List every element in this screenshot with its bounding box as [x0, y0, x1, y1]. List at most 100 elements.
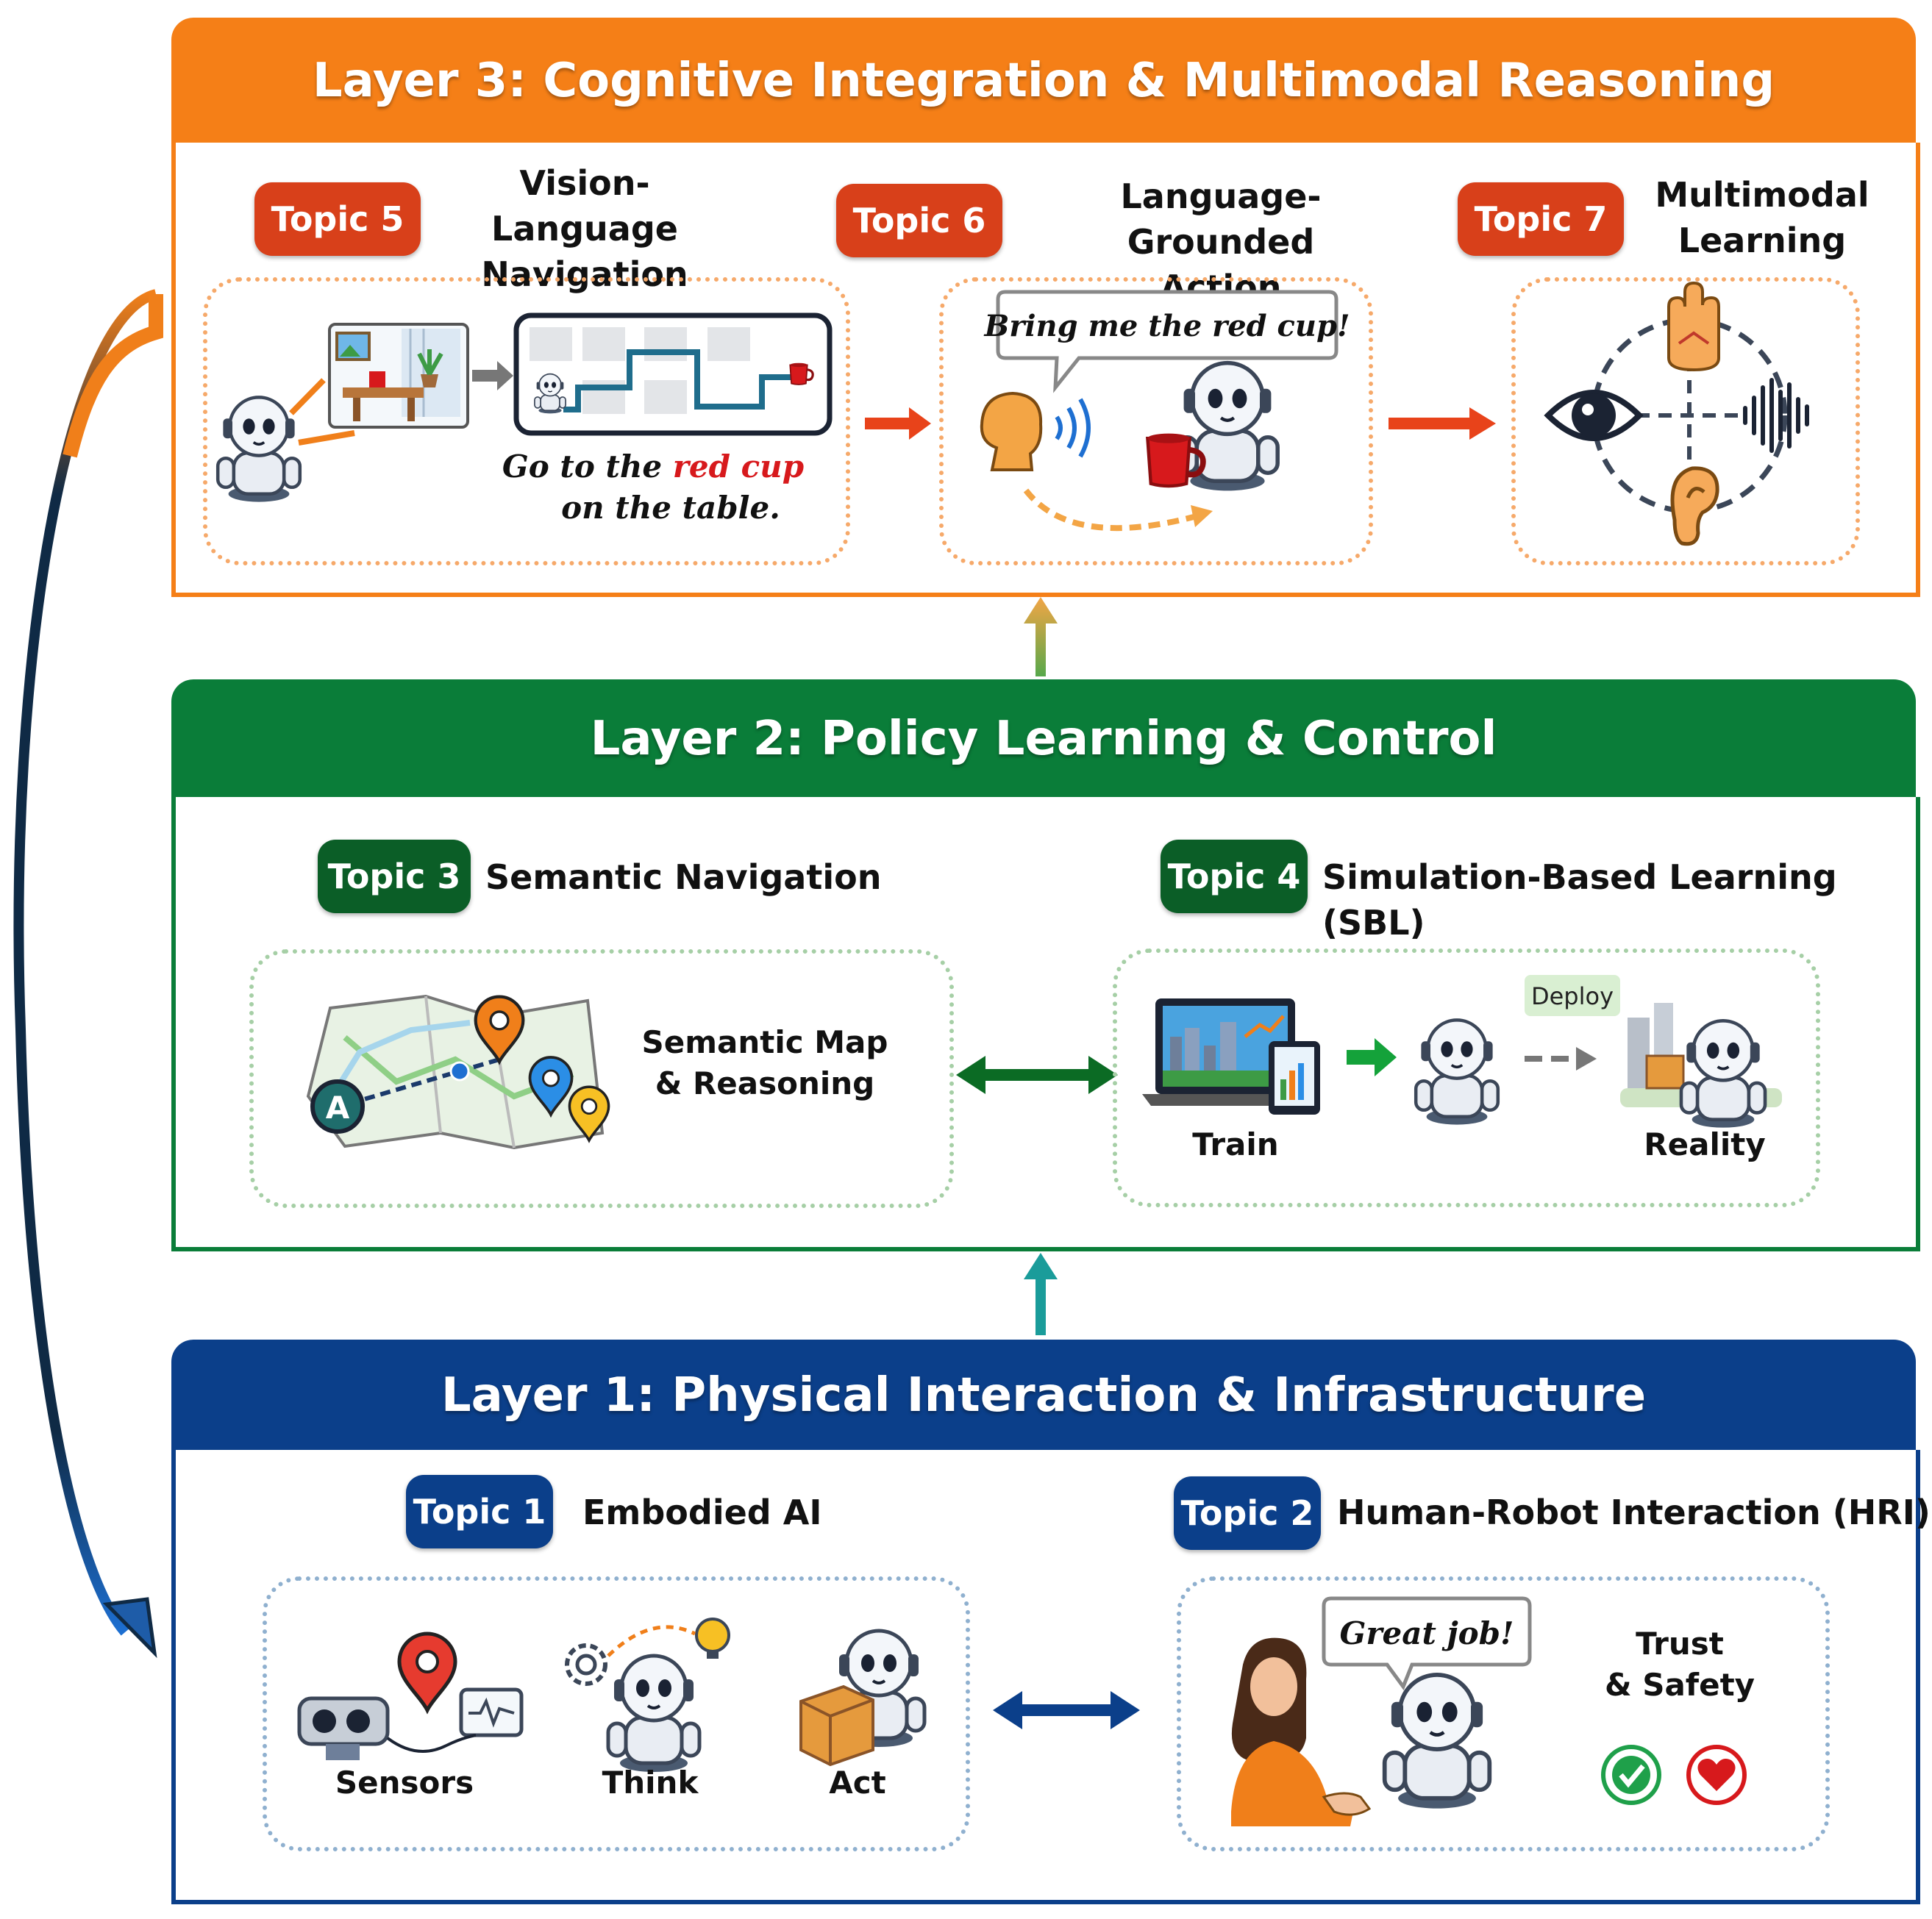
train-caption: Train [1192, 1126, 1279, 1162]
thinking-robot-icon [565, 1618, 730, 1772]
start-marker-label: A [326, 1090, 350, 1126]
topic6-illustration-box [939, 277, 1373, 565]
layer1-header: Layer 1: Physical Interaction & Infrastr… [171, 1340, 1916, 1451]
topic2-speech: Great job! [1340, 1615, 1514, 1651]
signal-monitor-icon [386, 1687, 524, 1753]
hand-icon [1667, 281, 1720, 372]
layer2-header: Layer 2: Policy Learning & Control [171, 679, 1916, 798]
topic2-title: Human-Robot Interaction (HRI) [1337, 1493, 1931, 1532]
robot-holding-cup-icon [1147, 363, 1277, 491]
topic3-illustration-box [249, 949, 954, 1208]
layer3-title: Layer 3: Cognitive Integration & Multimo… [312, 54, 1775, 108]
deploy-label: Deploy [1531, 982, 1614, 1010]
topic1-illustration [297, 1618, 969, 1848]
curved-dashed-arrow [1023, 488, 1198, 532]
heart-icon [1686, 1745, 1747, 1805]
folded-map-icon [306, 994, 605, 1150]
topic7-badge: Topic 7 [1458, 182, 1624, 256]
feedback-curved-arrow [13, 289, 163, 1659]
sound-wave-icon [1055, 398, 1091, 458]
reality-caption: Reality [1644, 1126, 1766, 1162]
path-map-icon [513, 312, 833, 436]
location-pin-icon [399, 1634, 455, 1710]
bidirectional-arrow-layer1 [993, 1691, 1140, 1729]
topic3-illustration: A [306, 994, 610, 1150]
speech-bubble: Great job! [1322, 1596, 1532, 1691]
arrow-right [1347, 1038, 1397, 1076]
topic5-title-line2: Navigation [481, 254, 688, 294]
topic4-illustration-box [1113, 948, 1820, 1207]
woman-icon [1231, 1637, 1353, 1826]
trust-safety-caption: Trust & Safety [1584, 1623, 1775, 1706]
topic4-illustration: Deploy [1142, 975, 1782, 1206]
handshake-icon [1322, 1792, 1372, 1816]
topic1-title: Embodied AI [582, 1493, 822, 1532]
topic5-illustration: Go to the red cup on the table. [203, 312, 833, 526]
layer1-title: Layer 1: Physical Interaction & Infrastr… [441, 1368, 1647, 1423]
topic5-badge-label: Topic 5 [271, 199, 404, 239]
topic7-title-line2: Learning [1678, 221, 1847, 260]
deploy-label-box [1525, 975, 1620, 1016]
topic2-illustration-box [1177, 1576, 1830, 1851]
trust-line2: & Safety [1604, 1667, 1755, 1703]
room-scene-icon [328, 323, 469, 429]
think-caption: Think [602, 1765, 699, 1801]
laptop-simulation-icon [1142, 998, 1320, 1115]
deploy-dashed-arrow [1525, 1047, 1597, 1071]
topic3-title: Semantic Navigation [485, 857, 882, 897]
robot-icon [1385, 1675, 1490, 1809]
topic3-caption-line1: Semantic Map [641, 1024, 888, 1060]
topic7-badge-label: Topic 7 [1474, 199, 1608, 239]
arrow-right [472, 361, 513, 390]
topic7-illustration [1544, 281, 1809, 546]
topic3-caption-line2: & Reasoning [655, 1065, 875, 1101]
topic7-illustration-box [1511, 277, 1860, 565]
check-shield-icon [1601, 1745, 1661, 1805]
topic1-illustration-box [263, 1576, 970, 1851]
topic5-title: Vision-Language Navigation [434, 160, 735, 297]
gear-icon [565, 1643, 607, 1686]
arrow-topic5-to-topic6 [865, 407, 931, 440]
topic4-badge-label: Topic 4 [1167, 857, 1301, 896]
topic3-caption: Semantic Map & Reasoning [625, 1022, 905, 1104]
sensor-camera-icon [297, 1696, 390, 1760]
robot-gaze-line [289, 378, 326, 415]
topic2-badge: Topic 2 [1174, 1476, 1321, 1550]
topic4-badge: Topic 4 [1161, 840, 1308, 913]
act-caption: Act [829, 1765, 886, 1801]
layer2-title: Layer 2: Policy Learning & Control [590, 712, 1497, 766]
robot-icon [218, 397, 300, 501]
route-line [349, 1057, 500, 1106]
robot-gaze-line [298, 430, 355, 446]
audio-waveform-icon [1743, 378, 1809, 453]
eye-icon [1544, 390, 1644, 441]
trust-line1: Trust [1636, 1626, 1724, 1662]
topic5-illustration-box [203, 277, 850, 565]
topic2-illustration: Great job! [1231, 1596, 1747, 1826]
start-marker-icon: A [310, 1079, 365, 1134]
arrow-topic6-to-topic7 [1389, 407, 1496, 440]
topic3-badge: Topic 3 [318, 840, 471, 913]
topic6-title-line1: Language-Grounded [1120, 176, 1322, 262]
topic5-title-line1: Vision-Language [491, 163, 678, 249]
human-head-icon [980, 391, 1043, 471]
topic6-badge-label: Topic 6 [852, 201, 986, 240]
topic5-badge: Topic 5 [254, 182, 421, 256]
topic1-badge: Topic 1 [406, 1475, 553, 1548]
sensors-caption: Sensors [335, 1765, 474, 1801]
topic3-badge-label: Topic 3 [327, 857, 461, 896]
robot-icon [1416, 1020, 1498, 1124]
arrow-layer2-to-layer3 [1024, 597, 1058, 676]
topic6-speech: Bring me the red cup! [983, 309, 1350, 343]
caption-pre: Go to the [502, 449, 673, 485]
topic7-title-line1: Multimodal [1655, 175, 1869, 215]
topic7-title: Multimodal Learning [1637, 172, 1887, 263]
ear-icon [1670, 466, 1719, 546]
robot-with-box-icon [799, 1631, 924, 1767]
speech-bubble: Bring me the red cup! [983, 290, 1350, 393]
topic2-badge-label: Topic 2 [1180, 1493, 1314, 1533]
topic1-badge-label: Topic 1 [413, 1492, 546, 1532]
topic5-caption-line1: Go to the red cup [502, 449, 804, 485]
topic5-caption-line2: on the table. [561, 490, 780, 526]
arrow-layer1-to-layer2 [1024, 1253, 1058, 1335]
